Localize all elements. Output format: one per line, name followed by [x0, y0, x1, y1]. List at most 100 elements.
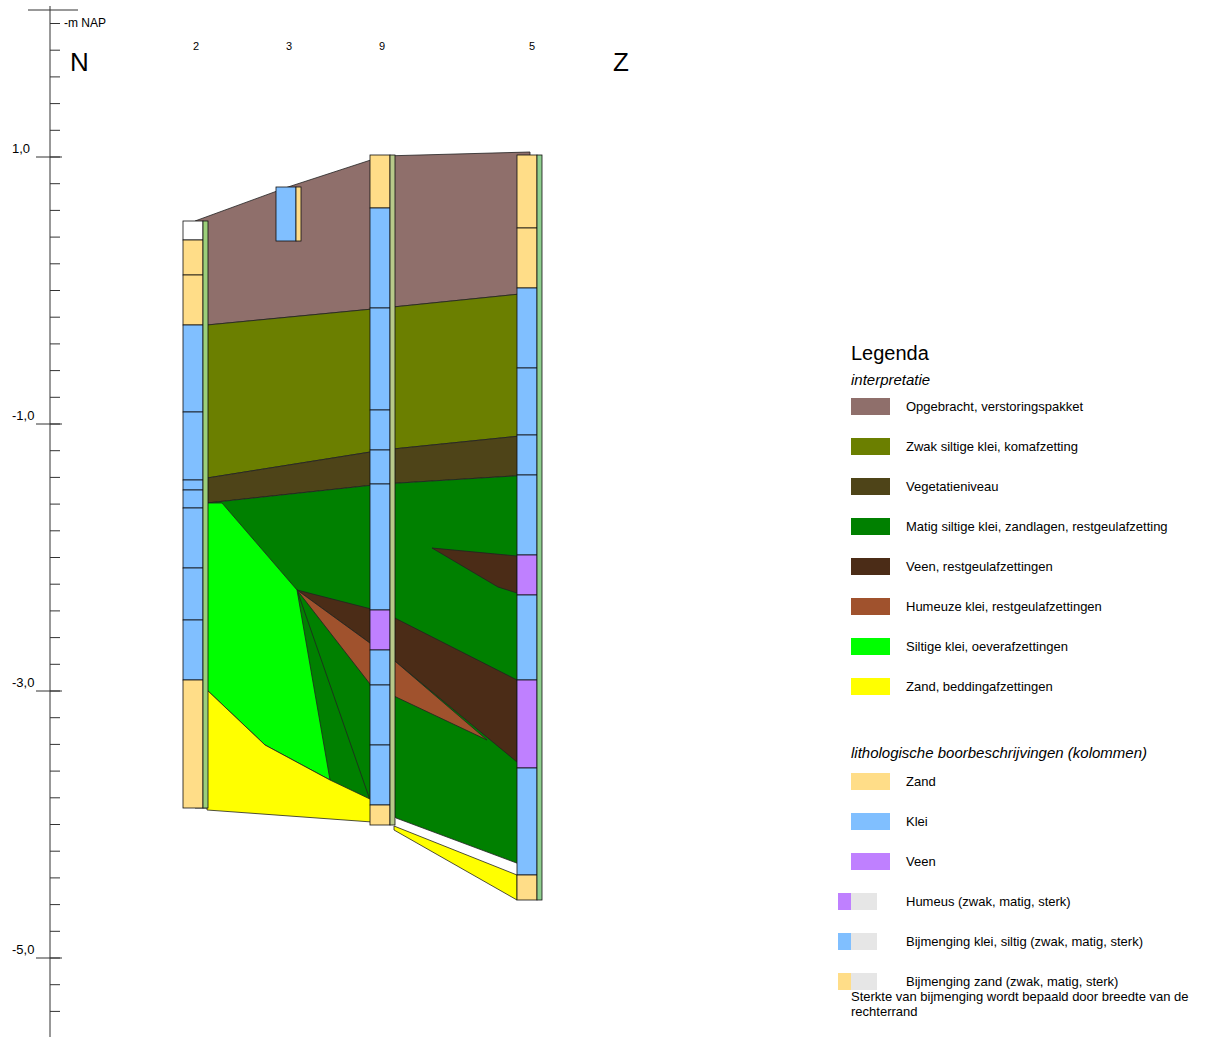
drawing-stroke [50, 851, 60, 852]
drawing-stroke [50, 50, 60, 51]
legend-swatch-ground [851, 973, 877, 990]
axis-value: -1,0 [12, 409, 34, 424]
drawing-stroke [370, 745, 390, 805]
drawing-stroke [517, 288, 537, 368]
legend-swatch [851, 813, 890, 830]
drawing-stroke [517, 768, 537, 875]
drawing-stroke [517, 595, 537, 680]
drawing-stroke [370, 208, 390, 308]
sand-layer [207, 690, 372, 822]
drawing-stroke [50, 877, 60, 878]
drawing-stroke [183, 490, 203, 508]
legend-swatch [838, 893, 851, 910]
legend-swatch [851, 518, 890, 535]
drawing-stroke [50, 504, 60, 505]
drawing-stroke [50, 931, 60, 932]
drawing-stroke [183, 508, 203, 568]
drawing-stroke [28, 10, 78, 11]
legend-swatch [851, 853, 890, 870]
drawing-stroke [183, 325, 203, 412]
drawing-stroke [517, 368, 537, 435]
drawing-stroke [183, 620, 203, 680]
legend-text: Matig siltige klei, zandlagen, restgeula… [906, 518, 1168, 535]
legend-swatch-ground [851, 893, 877, 910]
direction-label: Z [613, 48, 629, 78]
drawing-stroke [183, 568, 203, 620]
legend-heading: interpretatie [851, 371, 930, 388]
legend-swatch [851, 438, 890, 455]
drawing-stroke [183, 680, 203, 808]
drawing-stroke [370, 155, 395, 825]
depth-axis [28, 6, 78, 1037]
drawing-stroke [370, 155, 390, 208]
interpretation-layers [195, 152, 530, 900]
drawing-stroke [50, 744, 60, 745]
drawing-stroke [50, 717, 60, 718]
drawing-stroke [183, 412, 203, 480]
drawing-stroke [50, 317, 60, 318]
drawing-stroke [50, 771, 60, 772]
drawing-stroke [50, 76, 60, 77]
direction-label: N [70, 48, 89, 78]
legend-text: Bijmenging zand (zwak, matig, sterk) [906, 973, 1118, 990]
legend-swatch [851, 558, 890, 575]
drawing-stroke [50, 370, 60, 371]
drawing-stroke [50, 263, 60, 264]
drawing-stroke [50, 477, 60, 478]
axis-value: 1,0 [12, 142, 30, 157]
legend-text: Bijmenging klei, siltig (zwak, matig, st… [906, 933, 1143, 950]
borehole-number: 9 [379, 40, 385, 53]
legend-swatch [838, 973, 851, 990]
legend-text: Zwak siltige klei, komafzetting [906, 438, 1078, 455]
drawing-stroke [50, 824, 60, 825]
drawing-stroke [537, 155, 542, 900]
drawing-stroke [50, 797, 60, 798]
drawing-stroke [517, 155, 537, 228]
legend-title: Legenda [851, 342, 929, 365]
legend-text: Klei [906, 813, 928, 830]
borehole-number: 5 [529, 40, 535, 53]
peat-wedge [432, 548, 517, 593]
legend-text: Humeus (zwak, matig, sterk) [906, 893, 1071, 910]
drawing-stroke [50, 984, 60, 985]
drawing-stroke [183, 480, 203, 490]
drawing-stroke [370, 484, 390, 610]
legend-text: Opgebracht, verstoringspakket [906, 398, 1083, 415]
drawing-stroke [50, 664, 60, 665]
peat-layer [297, 590, 517, 762]
drawing-stroke [517, 475, 537, 555]
drawing-stroke [370, 308, 390, 410]
legend-swatch [851, 398, 890, 415]
drawing-stroke [517, 680, 537, 768]
legend-text: Zand, beddingafzettingen [906, 678, 1053, 695]
drawing-stroke [50, 904, 60, 905]
drawing-stroke [50, 290, 60, 291]
legend-swatch [851, 773, 890, 790]
drawing-stroke [517, 875, 537, 900]
drawing-stroke [36, 958, 62, 959]
legend-swatch [851, 598, 890, 615]
legend-text: Veen, restgeulafzettingen [906, 558, 1053, 575]
legend-text: Vegetatieniveau [906, 478, 999, 495]
legend-text: Humeuze klei, restgeulafzettingen [906, 598, 1102, 615]
legend-text: Zand [906, 773, 936, 790]
axis-unit: -m NAP [64, 17, 106, 31]
drawing-stroke [50, 343, 60, 344]
drawing-stroke [370, 610, 390, 650]
axis-value: -3,0 [12, 676, 34, 691]
drawing-stroke [183, 240, 203, 275]
drawing-stroke [50, 6, 51, 1037]
drawing-stroke [36, 691, 62, 692]
drawing-stroke [296, 187, 301, 241]
sand-layer [394, 826, 517, 900]
drawing-stroke [183, 275, 203, 325]
drawing-stroke [50, 23, 60, 24]
drawing-stroke [183, 221, 203, 240]
drawing-stroke [50, 584, 60, 585]
drawing-stroke [50, 210, 60, 211]
drawing-stroke [517, 228, 537, 288]
drawing-stroke [203, 221, 208, 808]
drawing-stroke [517, 555, 537, 595]
legend-text: Veen [906, 853, 936, 870]
drawing-stroke [517, 435, 537, 475]
